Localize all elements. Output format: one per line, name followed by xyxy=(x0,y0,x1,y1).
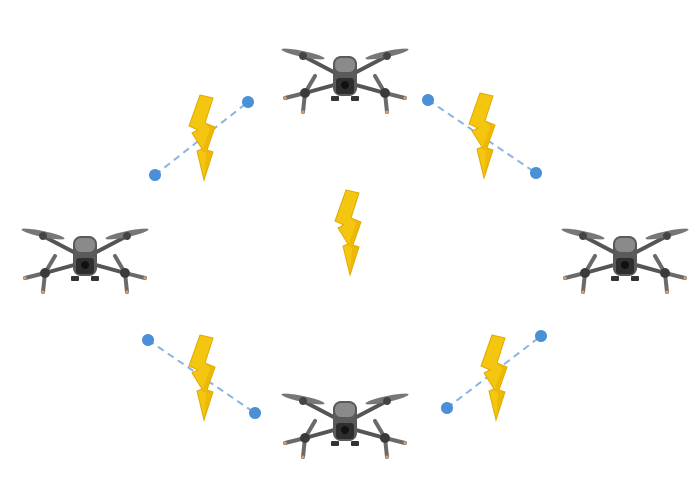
drone-icon xyxy=(558,224,692,296)
link-endpoint xyxy=(142,334,154,346)
link-endpoint xyxy=(441,402,453,414)
lightning-bolt-icon xyxy=(188,334,216,421)
bolts-layer xyxy=(188,92,508,421)
link-line xyxy=(446,335,542,409)
drone-icon xyxy=(278,389,412,461)
link-endpoint xyxy=(422,94,434,106)
link-endpoint xyxy=(242,96,254,108)
drone-icon xyxy=(278,44,412,116)
dashed-link xyxy=(441,330,547,414)
drone-icon xyxy=(18,224,152,296)
link-endpoint xyxy=(530,167,542,179)
link-endpoint xyxy=(535,330,547,342)
lightning-bolt-icon xyxy=(468,92,496,179)
link-endpoint xyxy=(149,169,161,181)
link-endpoint xyxy=(249,407,261,419)
lightning-bolt-icon xyxy=(480,334,508,421)
dashed-link xyxy=(149,96,254,181)
lightning-bolt-icon xyxy=(188,94,216,181)
link-line xyxy=(154,101,249,176)
lightning-bolt-icon xyxy=(334,189,362,276)
